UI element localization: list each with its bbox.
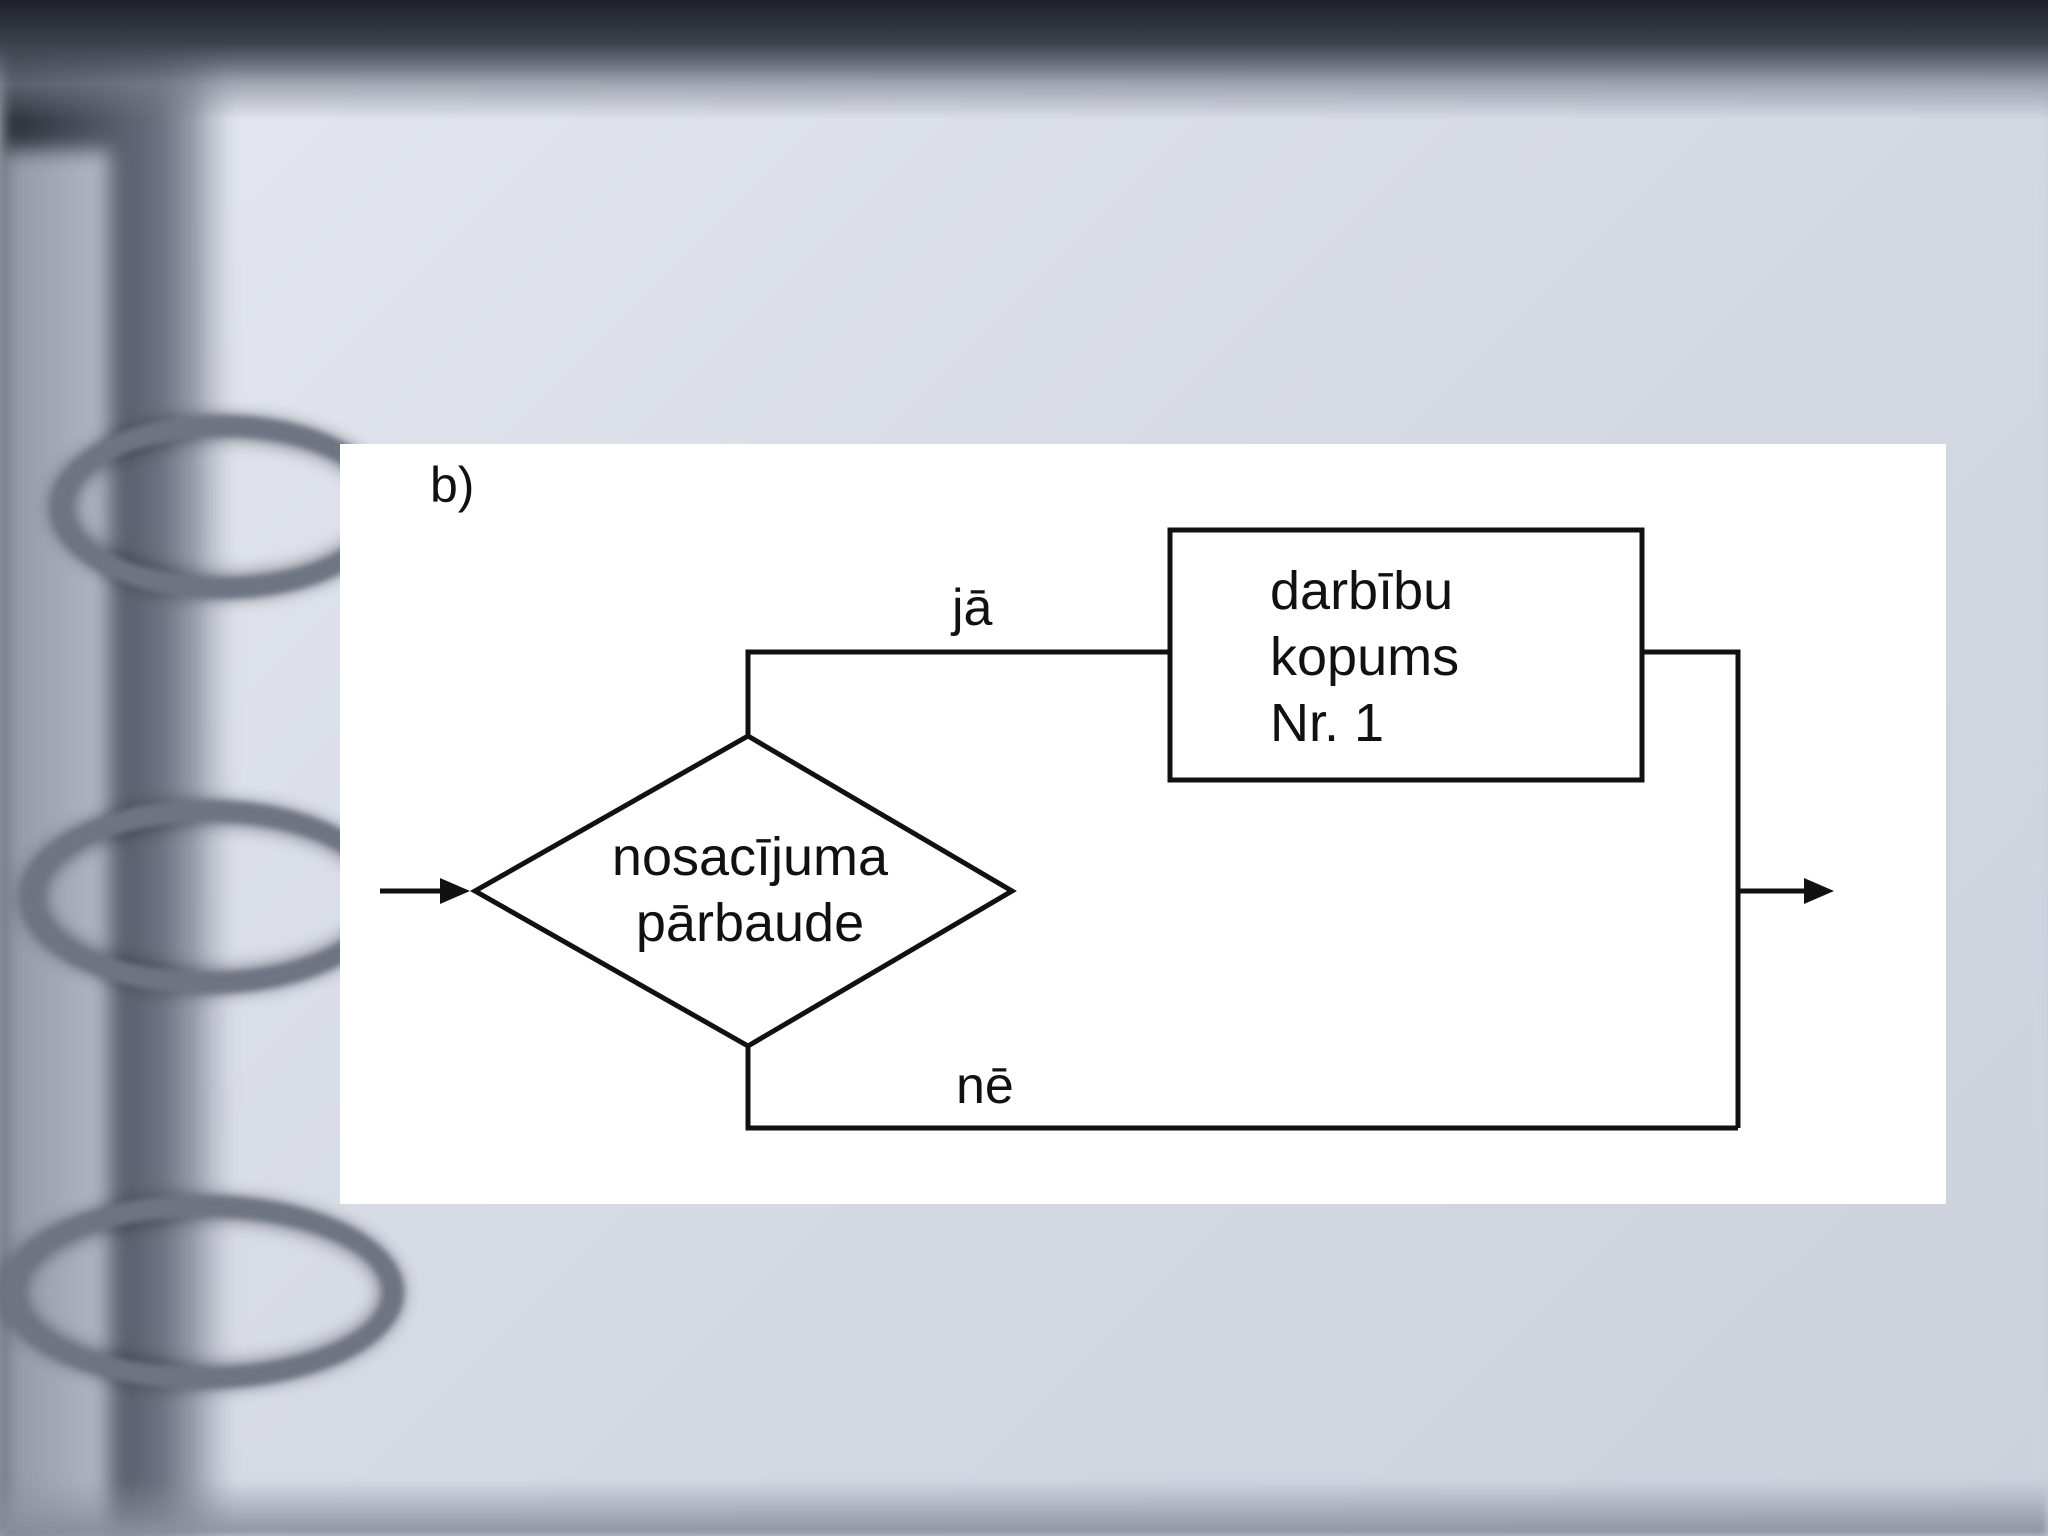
bottom-shadow [0, 1480, 2048, 1536]
output-arrow-head [1804, 878, 1834, 904]
action-text-line-2: kopums [1270, 624, 1459, 690]
action-text-line-1: darbību [1270, 558, 1459, 624]
no-branch-line [748, 1046, 1738, 1128]
flowchart-panel: b) jā nē darbību kopums Nr. 1 nosacījuma… [340, 444, 1946, 1204]
panel-label: b) [430, 460, 474, 510]
decision-text-line-2: pārbaude [550, 890, 950, 956]
binder-ring-3 [0, 1195, 404, 1389]
decision-text: nosacījuma pārbaude [550, 824, 950, 956]
binder-ring-2 [20, 800, 394, 994]
decision-text-line-1: nosacījuma [550, 824, 950, 890]
no-branch-label: nē [956, 1060, 1014, 1112]
action-exit-line [1642, 652, 1738, 1128]
yes-branch-label: jā [952, 582, 992, 634]
top-shadow [0, 0, 2048, 120]
input-arrow-head [440, 878, 470, 904]
action-text-line-3: Nr. 1 [1270, 690, 1459, 756]
action-block-text: darbību kopums Nr. 1 [1270, 558, 1459, 756]
yes-branch-line [748, 652, 1170, 736]
